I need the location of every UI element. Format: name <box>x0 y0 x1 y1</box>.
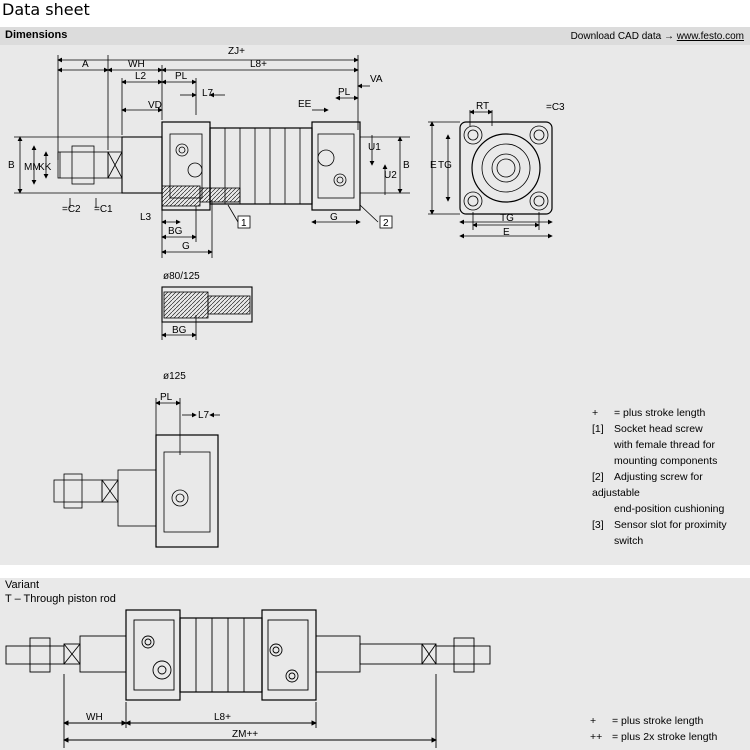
dimensions-header <box>0 27 750 45</box>
variant-dim-WH: WH <box>86 712 103 723</box>
variant-dim-L8: L8+ <box>214 712 231 723</box>
dim-RT: RT <box>476 101 489 112</box>
page-title: Data sheet <box>2 0 90 19</box>
legend-row: += plus stroke length <box>592 407 706 419</box>
detail1-BG: BG <box>172 325 187 336</box>
dim-C3: =C3 <box>546 102 565 113</box>
dim-KK: KK <box>38 162 52 173</box>
dim-PL2: PL <box>338 87 351 98</box>
cad-prefix: Download CAD data <box>570 31 662 42</box>
legend-row: end-position cushioning <box>614 503 725 515</box>
dim-L8: L8+ <box>250 59 267 70</box>
detail-view-1 <box>161 286 253 340</box>
detail2-L7: L7 <box>198 410 210 421</box>
legend-row: ++= plus 2x stroke length <box>590 731 718 743</box>
dimensions-section <box>0 27 750 565</box>
dim-TG-left: TG <box>438 160 452 171</box>
detail2-title: ø125 <box>163 371 186 382</box>
detail-view-2 <box>53 398 220 548</box>
legend-row: [1]Socket head screw <box>592 423 703 435</box>
legend-row: [3]Sensor slot for proximity <box>592 519 727 531</box>
dim-VD: VD <box>148 100 162 111</box>
side-view-labels: ZJ+ A WH L8+ L2 PL L7 VD EE PL VA B MM K… <box>8 46 565 252</box>
legend-row: [2]Adjusting screw for adjustable <box>592 471 703 499</box>
detail2-PL: PL <box>160 392 173 403</box>
legend-row: with female thread for <box>614 439 715 451</box>
dim-G2: G <box>330 212 338 223</box>
variant-drawing: WH L8+ ZM++ <box>5 609 491 748</box>
dim-G: G <box>182 241 190 252</box>
dim-VA: VA <box>370 74 383 85</box>
dim-E-left: E <box>430 160 437 171</box>
dim-MM: MM <box>24 162 41 173</box>
callout-2: 2 <box>383 218 389 229</box>
legend: += plus stroke length [1]Socket head scr… <box>592 405 750 549</box>
variant-subtitle: T – Through piston rod <box>5 593 116 605</box>
detail1-title: ø80/125 <box>163 271 200 282</box>
dim-C1: =C1 <box>94 204 113 215</box>
variant-dim-ZM: ZM++ <box>232 729 258 740</box>
dim-BG: BG <box>168 226 183 237</box>
cad-link[interactable]: www.festo.com <box>676 31 744 42</box>
dim-A: A <box>82 59 89 70</box>
dim-TG-bottom: TG <box>500 213 514 224</box>
dim-C2: =C2 <box>62 204 81 215</box>
dim-EE: EE <box>298 99 312 110</box>
variant-legend: += plus stroke length ++= plus 2x stroke… <box>590 713 717 745</box>
cad-download: Download CAD data → www.festo.com <box>571 31 744 42</box>
variant-heading: Variant <box>5 579 40 591</box>
dim-E-bottom: E <box>503 227 510 238</box>
dim-U1: U1 <box>368 142 381 153</box>
dim-L2: L2 <box>135 71 147 82</box>
dim-PL: PL <box>175 71 188 82</box>
dim-B-left: B <box>8 160 15 171</box>
dim-WH: WH <box>128 59 145 70</box>
arrow-right-icon: → <box>663 31 674 42</box>
dim-B-right: B <box>403 160 410 171</box>
legend-row: += plus stroke length <box>590 715 704 727</box>
dim-ZJ: ZJ+ <box>228 46 245 57</box>
dim-U2: U2 <box>384 170 397 181</box>
side-view <box>14 55 553 258</box>
callout-1: 1 <box>241 218 247 229</box>
legend-row: mounting components <box>614 455 718 467</box>
legend-row: switch <box>614 535 644 547</box>
dim-L3: L3 <box>140 212 152 223</box>
dim-L7: L7 <box>202 88 214 99</box>
dimensions-heading: Dimensions <box>5 29 68 41</box>
